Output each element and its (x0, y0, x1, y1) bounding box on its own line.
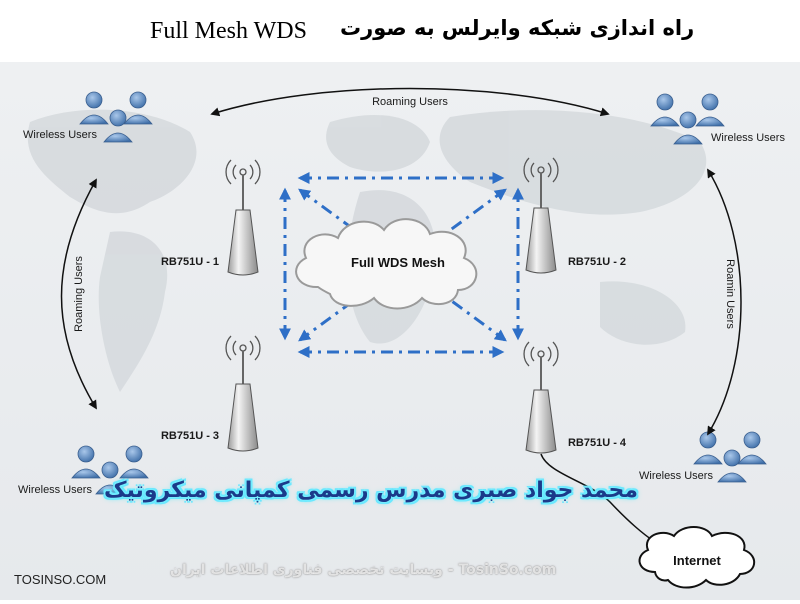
user-group-top-right: Wireless Users (650, 93, 785, 145)
router-label: RB751U - 1 (161, 256, 219, 268)
users-icon (650, 93, 725, 145)
antenna-icon (227, 383, 259, 452)
mesh-cloud: Full WDS Mesh (295, 218, 478, 310)
antenna-icon (525, 389, 557, 454)
user-group-top-left: Wireless Users (23, 91, 153, 143)
user-group-label: Wireless Users (18, 484, 92, 496)
title-persian: راه اندازی شبکه وایرلس به صورت (340, 16, 695, 40)
roaming-arrow-right (707, 168, 742, 436)
internet-label: Internet (673, 553, 721, 568)
roaming-label-left: Roaming Users (73, 256, 85, 332)
roaming-label-top: Roaming Users (372, 96, 448, 108)
user-group-label: Wireless Users (639, 470, 713, 482)
watermark: TosinSo.com - وبسایت تخصصی فناوری اطلاعا… (170, 562, 557, 578)
router-1: RB751U - 1 (161, 159, 261, 276)
title-english: Full Mesh WDS (150, 18, 307, 44)
router-label: RB751U - 3 (161, 430, 219, 442)
author-caption: محمد جواد صبری مدرس رسمی کمپانی میکروتیک (104, 478, 638, 503)
users-icon (71, 445, 149, 495)
router-3: RB751U - 3 (161, 335, 261, 452)
user-group-label: Wireless Users (23, 129, 97, 141)
user-group-bottom-left: Wireless Users (18, 445, 149, 496)
roaming-arrow-left (60, 178, 97, 410)
antenna-icon (227, 209, 259, 276)
roaming-label-right: Roamin Users (724, 259, 736, 329)
title-bar: Full Mesh WDS راه اندازی شبکه وایرلس به … (0, 0, 800, 62)
users-icon (693, 431, 767, 483)
internet-cloud: Internet (638, 526, 755, 589)
diagram-canvas: Full WDS Mesh RB751U - 1 RB751U - 2 RB75… (0, 62, 800, 600)
internet-link (540, 453, 656, 543)
site-name: TOSINSO.COM (14, 572, 107, 587)
user-group-label: Wireless Users (711, 132, 785, 144)
router-label: RB751U - 2 (568, 256, 626, 268)
user-group-bottom-right: Wireless Users (639, 431, 767, 483)
router-label: RB751U - 4 (568, 437, 627, 449)
users-icon (79, 91, 153, 143)
antenna-icon (525, 207, 557, 274)
mesh-label: Full WDS Mesh (351, 255, 445, 270)
router-4: RB751U - 4 (523, 341, 627, 454)
signal-waves-icon (225, 335, 261, 361)
roaming-arrow-top (210, 87, 610, 117)
router-2: RB751U - 2 (523, 157, 626, 274)
